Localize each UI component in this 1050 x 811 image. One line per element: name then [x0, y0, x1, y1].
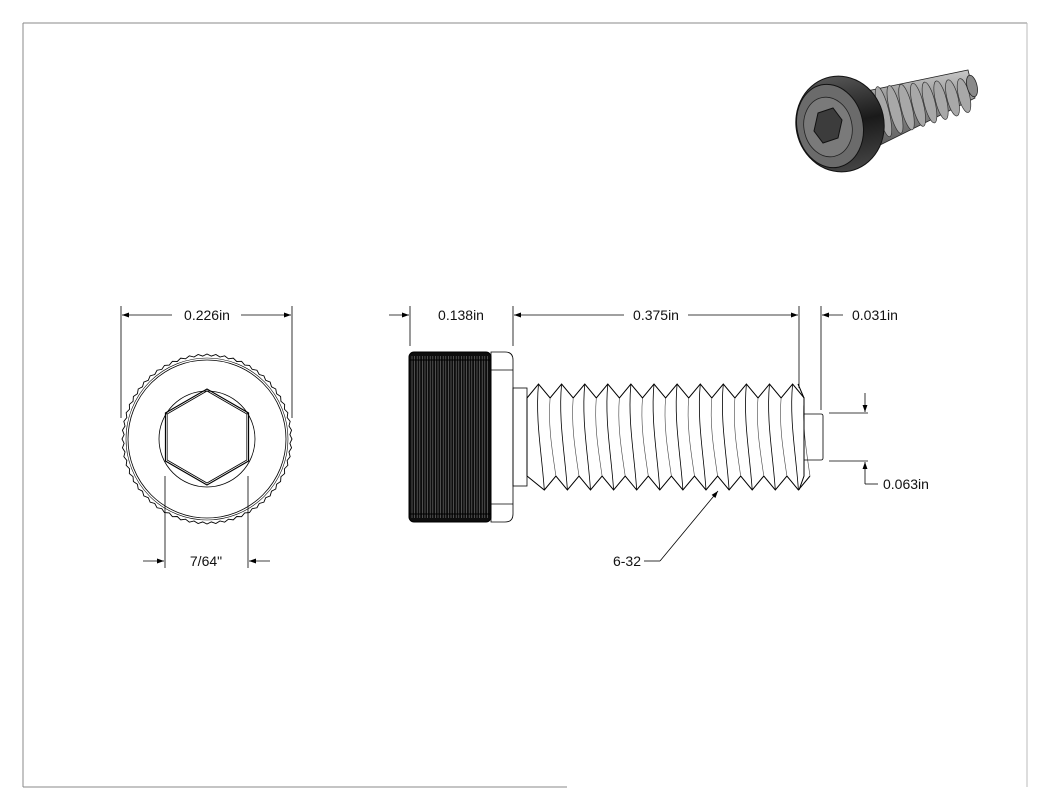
dim-hex-socket: 7/64" — [143, 476, 270, 569]
dim-head-diameter: 0.226in — [120, 306, 293, 418]
knurled-head — [408, 351, 492, 523]
thread-length-label: 0.375in — [633, 307, 679, 323]
tip-diameter-label: 0.063in — [883, 476, 929, 492]
tip-length-label: 0.031in — [852, 307, 898, 323]
isometric-view — [795, 69, 978, 173]
head-diameter-label: 0.226in — [184, 307, 230, 323]
hex-socket — [164, 388, 250, 486]
thread-callout-label: 6-32 — [613, 553, 641, 569]
head-inner-circle — [127, 359, 287, 519]
thread-tip — [804, 413, 824, 461]
dim-thread-length: 0.375in — [514, 306, 800, 388]
hex-socket-label: 7/64" — [190, 553, 222, 569]
dim-tip-diameter: 0.063in — [829, 393, 929, 492]
head-chamfer — [490, 351, 514, 523]
end-view — [121, 353, 293, 525]
thread-profile — [526, 383, 811, 491]
knurl-lines — [409, 356, 491, 518]
dim-tip-length: 0.031in — [820, 306, 898, 410]
hex-socket-inner — [166, 390, 248, 484]
iso-hex-socket — [813, 107, 843, 144]
dim-head-height: 0.138in — [389, 306, 514, 346]
side-view — [408, 351, 824, 523]
drawing-border — [22, 22, 1028, 788]
head-height-label: 0.138in — [438, 307, 484, 323]
shank-neck — [512, 387, 528, 487]
knurled-head-outline — [121, 353, 293, 525]
thread-callout: 6-32 — [613, 490, 719, 569]
